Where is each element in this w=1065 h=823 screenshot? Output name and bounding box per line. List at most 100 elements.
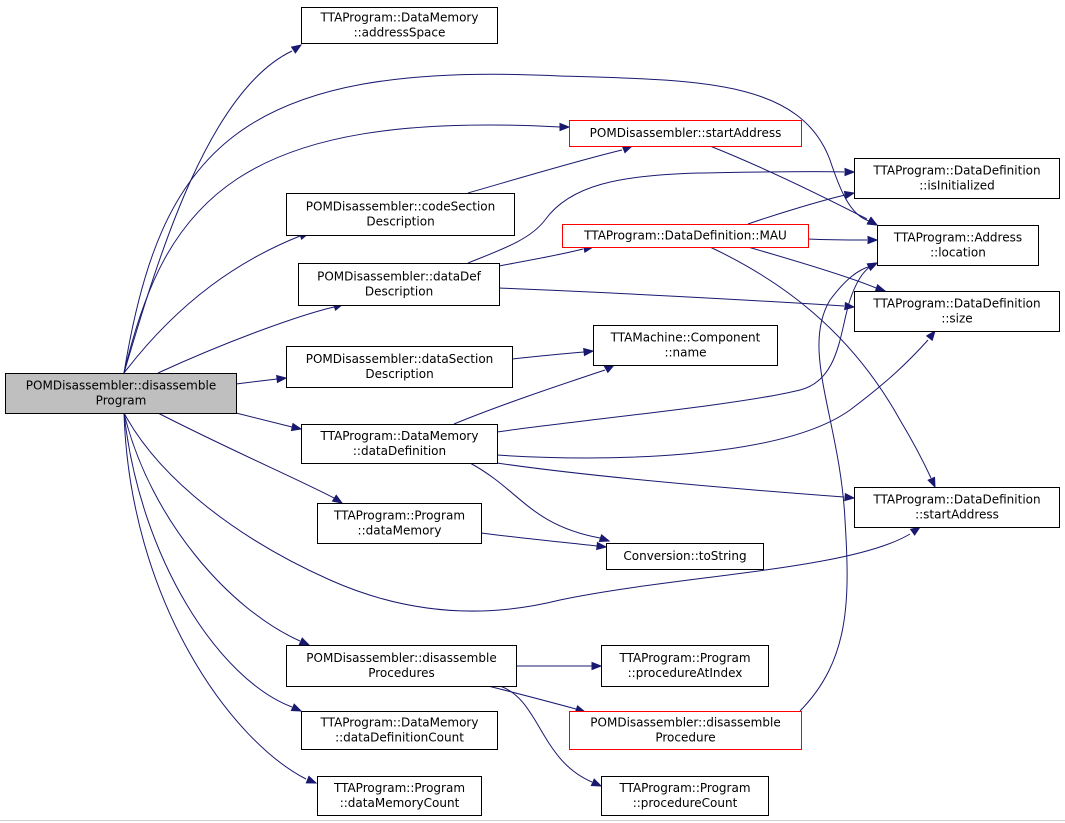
node-label: TTAProgram::DataMemory <box>320 716 479 730</box>
arrowhead-icon <box>598 533 611 543</box>
node-pom_startAddress[interactable]: POMDisassembler::startAddress <box>569 120 802 147</box>
node-box[interactable] <box>606 543 764 570</box>
edge-pom_disProcedures-to-prog_procAtIndex <box>516 661 603 671</box>
node-dd_size[interactable]: TTAProgram::DataDefinition::size <box>854 291 1060 332</box>
edge-line <box>469 462 601 539</box>
arrowhead-icon <box>874 283 887 293</box>
node-box[interactable] <box>601 776 769 816</box>
arrowhead-icon <box>843 190 856 200</box>
node-label: ::isInitialized <box>919 179 995 193</box>
node-label: Procedure <box>655 731 715 745</box>
node-box[interactable] <box>317 503 482 544</box>
node-conv_toString[interactable]: Conversion::toString <box>606 543 764 570</box>
node-label: ::dataDefinition <box>353 444 446 458</box>
node-label: POMDisassembler::disassemble <box>590 716 780 730</box>
edge-line <box>123 412 293 708</box>
node-box[interactable] <box>569 120 802 147</box>
node-box[interactable] <box>286 193 515 236</box>
node-label: Description <box>365 367 433 381</box>
edge-dd_mau-to-dd_isInitialized <box>747 190 856 225</box>
edge-root-to-prog_dataMemCount <box>123 412 318 784</box>
node-label: ::location <box>930 246 986 260</box>
edge-line <box>709 246 932 479</box>
node-box[interactable] <box>286 645 517 687</box>
node-label: TTAProgram::Program <box>333 509 465 523</box>
node-prog_dataMemory[interactable]: TTAProgram::Program::dataMemory <box>317 503 482 544</box>
node-label: TTAProgram::DataMemory <box>320 429 479 443</box>
node-box[interactable] <box>5 373 237 414</box>
node-box[interactable] <box>286 346 513 388</box>
node-box[interactable] <box>298 263 500 306</box>
edge-line <box>498 248 584 267</box>
edge-line <box>709 145 868 220</box>
node-label: TTAProgram::DataDefinition::MAU <box>583 229 787 243</box>
node-label: POMDisassembler::dataSection <box>306 352 494 366</box>
edge-pom_dataDef-to-dd_size <box>498 287 856 311</box>
arrowhead-icon <box>290 703 303 712</box>
node-box[interactable] <box>854 158 1060 199</box>
node-label: Procedures <box>368 666 435 680</box>
node-label: TTAProgram::Program <box>618 781 750 795</box>
arrowhead-icon <box>331 494 344 504</box>
node-prog_dataMemCount[interactable]: TTAProgram::Program::dataMemoryCount <box>317 776 482 816</box>
node-label: POMDisassembler::codeSection <box>306 200 495 214</box>
edge-line <box>498 287 845 307</box>
node-box[interactable] <box>569 711 802 750</box>
node-label: ::dataMemoryCount <box>340 796 460 810</box>
node-dm_dataDefCount[interactable]: TTAProgram::DataMemory::dataDefinitionCo… <box>301 711 498 750</box>
node-addr_location[interactable]: TTAProgram::Address::location <box>877 225 1039 266</box>
edge-pom_codeSection-to-pom_startAddress <box>467 145 634 194</box>
edge-line <box>157 306 335 374</box>
node-label: TTAProgram::Address <box>893 231 1022 245</box>
node-dd_isInitialized[interactable]: TTAProgram::DataDefinition::isInitialize… <box>854 158 1060 199</box>
node-label: TTAProgram::Program <box>333 781 465 795</box>
edge-line <box>499 685 593 783</box>
edge-root-to-pom_startAddress <box>123 122 571 374</box>
node-label: POMDisassembler::dataDef <box>317 270 482 284</box>
edge-line <box>467 149 623 194</box>
node-dm_dataDefinition[interactable]: TTAProgram::DataMemory::dataDefinition <box>301 424 498 464</box>
arrowhead-icon <box>290 44 303 54</box>
node-box[interactable] <box>877 225 1039 266</box>
node-dm_addressSpace[interactable]: TTAProgram::DataMemory::addressSpace <box>301 7 498 44</box>
edge-line <box>123 412 911 612</box>
arrowhead-icon <box>276 374 288 384</box>
node-box[interactable] <box>601 645 769 687</box>
nodes-layer: POMDisassembler::disassembleProgramTTAPr… <box>5 7 1060 816</box>
edge-dm_dataDefinition-to-dd_startAddress <box>496 462 856 502</box>
edge-root-to-dm_addressSpace <box>123 44 303 374</box>
arrowhead-icon <box>925 329 936 342</box>
node-label: TTAProgram::DataMemory <box>320 11 479 25</box>
node-label: Program <box>96 394 147 408</box>
node-box[interactable] <box>593 325 778 366</box>
node-label: POMDisassembler::disassemble <box>306 651 496 665</box>
node-box[interactable] <box>301 424 498 464</box>
node-box[interactable] <box>854 291 1060 332</box>
node-dd_startAddress[interactable]: TTAProgram::DataDefinition::startAddress <box>854 487 1060 528</box>
node-label: ::size <box>941 312 972 326</box>
node-box[interactable] <box>854 487 1060 528</box>
arrowhead-icon <box>866 262 879 272</box>
edge-pom_dataDef-to-dd_isInitialized <box>467 167 856 264</box>
node-box[interactable] <box>317 776 482 816</box>
edge-line <box>747 246 877 289</box>
edge-root-to-dm_dataDefinition <box>235 412 303 432</box>
edge-pom_dataDef-to-dd_mau <box>498 244 595 267</box>
arrowhead-icon <box>867 235 879 245</box>
node-dd_mau[interactable]: TTAProgram::DataDefinition::MAU <box>562 224 809 248</box>
node-prog_procCount[interactable]: TTAProgram::Program::procedureCount <box>601 776 769 816</box>
node-box[interactable] <box>562 224 809 248</box>
node-box[interactable] <box>301 711 498 750</box>
node-box[interactable] <box>301 7 498 44</box>
node-label: POMDisassembler::disassemble <box>26 379 216 393</box>
node-comp_name[interactable]: TTAMachine::Component::name <box>593 325 778 366</box>
edge-pom_disProcedures-to-prog_procCount <box>499 685 603 787</box>
node-prog_procAtIndex[interactable]: TTAProgram::Program::procedureAtIndex <box>601 645 769 687</box>
arrowhead-icon <box>596 541 608 551</box>
